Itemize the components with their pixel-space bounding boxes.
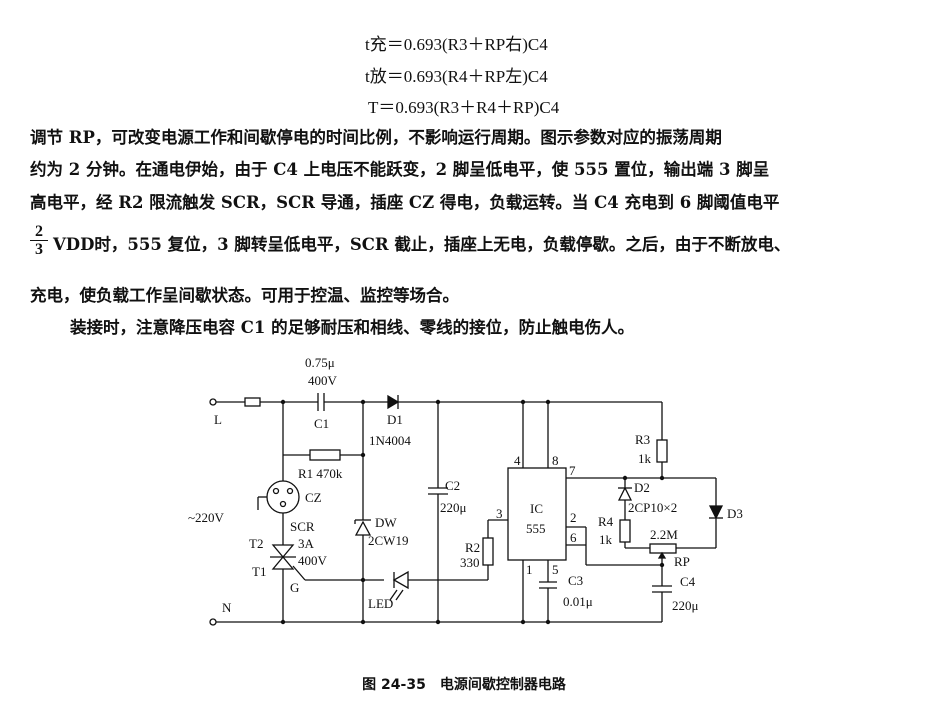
label-L: L: [214, 412, 222, 427]
label-t2: T2: [249, 536, 263, 551]
cz-socket: [266, 480, 300, 514]
label-d2: D2: [634, 480, 650, 495]
fraction-two-thirds: 2 3: [30, 223, 48, 258]
label-c1-voltage: 400V: [308, 373, 338, 388]
label-c4-value: 220μ: [672, 598, 699, 613]
label-pin-8: 8: [552, 453, 559, 468]
label-r4: R4: [598, 514, 614, 529]
rp-potentiometer: [649, 543, 677, 554]
figure-caption: 图 24-35 电源间歇控制器电路: [362, 677, 566, 693]
label-t1: T1: [252, 564, 266, 579]
label-pin-6: 6: [570, 530, 577, 545]
label-c2: C2: [445, 478, 460, 493]
formula-discharge-time: t放＝0.693(R4＋RP左)C4: [365, 67, 548, 86]
label-dw: DW: [375, 515, 397, 530]
paragraph-line-6: 装接时，注意降压电容 C1 的足够耐压和相线、零线的接位，防止触电伤人。: [70, 318, 635, 337]
label-N: N: [222, 600, 232, 615]
paragraph-line-3: 高电平，经 R2 限流触发 SCR，SCR 导通，插座 CZ 得电，负载运转。当…: [30, 193, 780, 212]
paragraph-line-4: VDD时，555 复位，3 脚转呈低电平，SCR 截止，插座上无电，负载停歇。之…: [53, 235, 791, 254]
formula-period: T＝0.693(R3＋R4＋RP)C4: [368, 98, 560, 117]
label-c3: C3: [568, 573, 583, 588]
label-scr-current: 3A: [298, 536, 315, 551]
label-r2: R2: [465, 540, 480, 555]
label-r1: R1 470k: [298, 466, 343, 481]
fraction-numerator: 2: [35, 223, 43, 240]
label-c3-value: 0.01μ: [563, 594, 593, 609]
label-pin-5: 5: [552, 562, 559, 577]
label-r3: R3: [635, 432, 650, 447]
label-mains: ~220V: [188, 510, 225, 525]
label-scr: SCR: [290, 519, 315, 534]
terminal-L: [209, 398, 217, 406]
r2-resistor: [482, 537, 494, 566]
label-cz: CZ: [305, 490, 322, 505]
label-d1: D1: [387, 412, 403, 427]
label-r2-value: 330: [460, 555, 480, 570]
label-pin-3: 3: [496, 506, 503, 521]
label-d1-type: 1N4004: [369, 433, 411, 448]
label-pin-7: 7: [569, 463, 576, 478]
paragraph-line-1: 调节 RP，可改变电源工作和间歇停电的时间比例，不影响运行周期。图示参数对应的振…: [30, 128, 722, 147]
label-ic-number: 555: [526, 521, 546, 536]
label-c4: C4: [680, 574, 696, 589]
formula-charge-time: t充＝0.693(R3＋RP右)C4: [365, 35, 548, 54]
label-d2-type: 2CP10×2: [628, 500, 677, 515]
led-diode: [392, 570, 409, 590]
scr-triac-top: [271, 544, 295, 559]
fraction-bar: [30, 240, 48, 241]
label-pin-1: 1: [526, 562, 533, 577]
label-c1-value: 0.75μ: [305, 355, 335, 370]
label-d3: D3: [727, 506, 743, 521]
ic-555: [507, 467, 567, 561]
paragraph-line-5: 充电，使负载工作呈间歇状态。可用于控温、监控等场合。: [30, 286, 459, 305]
r1-resistor: [309, 449, 341, 461]
label-pin-4: 4: [514, 453, 521, 468]
d1-diode: [387, 394, 400, 410]
paragraph-line-2: 约为 2 分钟。在通电伊始，由于 C4 上电压不能跃变，2 脚呈低电平，使 55…: [30, 160, 770, 179]
label-c1: C1: [314, 416, 329, 431]
d3-diode: [708, 505, 724, 520]
label-led: LED: [368, 596, 393, 611]
r4-resistor: [619, 519, 631, 543]
fraction-denominator: 3: [35, 241, 43, 258]
label-ic: IC: [530, 501, 543, 516]
label-rp: RP: [674, 554, 690, 569]
label-r4-value: 1k: [599, 532, 613, 547]
label-dw-type: 2CW19: [368, 533, 408, 548]
fuse: [244, 397, 261, 407]
terminal-N: [209, 618, 217, 626]
label-g: G: [290, 580, 299, 595]
label-rp-value: 2.2M: [650, 527, 678, 542]
label-r3-value: 1k: [638, 451, 652, 466]
label-c2-value: 220μ: [440, 500, 467, 515]
label-scr-voltage: 400V: [298, 553, 328, 568]
label-pin-2: 2: [570, 510, 577, 525]
d2-diode: [617, 486, 633, 501]
r3-resistor: [656, 439, 668, 463]
